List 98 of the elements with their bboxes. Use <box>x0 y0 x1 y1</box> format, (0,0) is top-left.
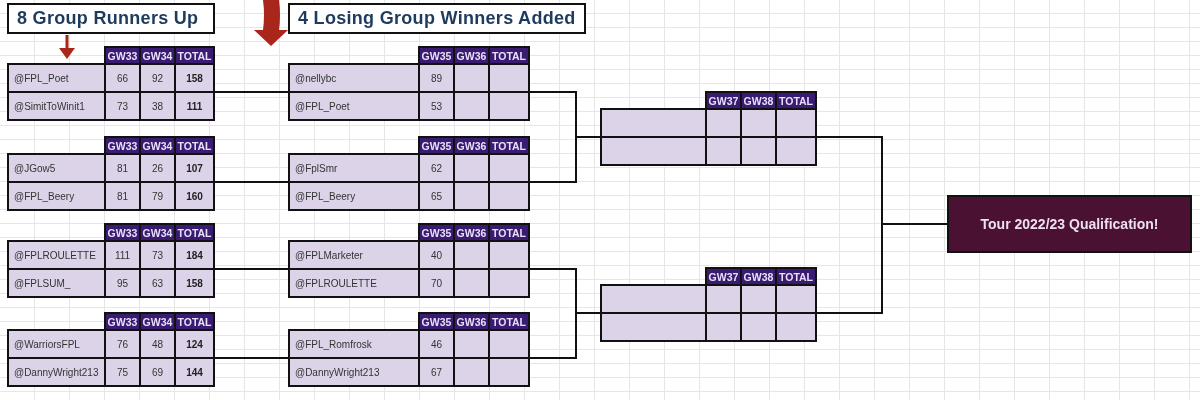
column-header: GW36 <box>455 48 488 63</box>
bracket-line <box>214 357 289 359</box>
column-header: GW33 <box>106 138 139 153</box>
player-name-cell: @DannyWright213 <box>9 359 104 385</box>
score-table <box>288 312 530 387</box>
score-cell: 65 <box>420 183 453 209</box>
player-name-cell: @nellybc <box>290 65 418 91</box>
score-cell: 76 <box>106 331 139 357</box>
column-header: GW35 <box>420 138 453 153</box>
column-header: GW34 <box>141 225 174 240</box>
score-cell: 62 <box>420 155 453 181</box>
score-cell: 92 <box>141 65 174 91</box>
section-heading: 4 Losing Group Winners Added <box>288 3 586 34</box>
score-cell: 81 <box>106 155 139 181</box>
player-name-cell: @FPLMarketer <box>290 242 418 268</box>
score-cell: 26 <box>141 155 174 181</box>
score-cell: 73 <box>141 242 174 268</box>
column-header: TOTAL <box>176 138 213 153</box>
score-cell: 69 <box>141 359 174 385</box>
total-cell: 124 <box>176 331 213 357</box>
score-table <box>600 91 817 166</box>
score-table <box>288 46 530 121</box>
bracket-line <box>214 91 289 93</box>
score-cell: 70 <box>420 270 453 296</box>
score-cell: 81 <box>106 183 139 209</box>
column-header: GW33 <box>106 225 139 240</box>
bracket-line <box>529 312 601 359</box>
score-table <box>7 223 215 298</box>
column-header: GW37 <box>707 93 740 108</box>
column-header: GW33 <box>106 48 139 63</box>
score-cell: 73 <box>106 93 139 119</box>
score-table <box>600 267 817 342</box>
column-header: TOTAL <box>176 48 213 63</box>
column-header: GW37 <box>707 269 740 284</box>
column-header: GW35 <box>420 48 453 63</box>
column-header: GW38 <box>742 93 775 108</box>
bracket-line <box>529 136 601 183</box>
total-cell: 158 <box>176 65 213 91</box>
player-name-cell: @FPL_Romfrosk <box>290 331 418 357</box>
score-table <box>288 223 530 298</box>
player-name-cell: @FPL_Poet <box>9 65 104 91</box>
player-name-cell: @FPL_Beery <box>290 183 418 209</box>
bracket-line <box>816 223 948 314</box>
column-header: GW33 <box>106 314 139 329</box>
player-name-cell: @FPLSUM_ <box>9 270 104 296</box>
player-name-cell: @JGow5 <box>9 155 104 181</box>
total-cell: 144 <box>176 359 213 385</box>
column-header: GW38 <box>742 269 775 284</box>
column-header: GW35 <box>420 225 453 240</box>
column-header: TOTAL <box>777 93 815 108</box>
score-cell: 89 <box>420 65 453 91</box>
column-header: TOTAL <box>176 314 213 329</box>
score-cell: 79 <box>141 183 174 209</box>
bracket-line <box>214 181 289 183</box>
score-cell: 38 <box>141 93 174 119</box>
column-header: GW36 <box>455 138 488 153</box>
score-cell: 67 <box>420 359 453 385</box>
score-cell: 48 <box>141 331 174 357</box>
player-name-cell: @SimitToWinit1 <box>9 93 104 119</box>
column-header: TOTAL <box>490 225 528 240</box>
column-header: TOTAL <box>490 314 528 329</box>
score-table <box>7 46 215 121</box>
column-header: GW34 <box>141 48 174 63</box>
player-name-cell: @WarriorsFPL <box>9 331 104 357</box>
total-cell: 111 <box>176 93 213 119</box>
column-header: GW35 <box>420 314 453 329</box>
column-header: TOTAL <box>176 225 213 240</box>
score-cell: 40 <box>420 242 453 268</box>
qualification-box: Tour 2022/23 Qualification! <box>947 195 1192 253</box>
score-table <box>288 136 530 211</box>
total-cell: 184 <box>176 242 213 268</box>
column-header: GW36 <box>455 314 488 329</box>
bracket-line <box>214 268 289 270</box>
score-table <box>7 136 215 211</box>
player-name-cell: @FplSmr <box>290 155 418 181</box>
score-cell: 75 <box>106 359 139 385</box>
score-cell: 63 <box>141 270 174 296</box>
column-header: GW36 <box>455 225 488 240</box>
score-cell: 111 <box>106 242 139 268</box>
player-name-cell: @FPLROULETTE <box>9 242 104 268</box>
player-name-cell: @FPL_Poet <box>290 93 418 119</box>
player-name-cell: @FPL_Beery <box>9 183 104 209</box>
column-header: TOTAL <box>490 48 528 63</box>
score-cell: 66 <box>106 65 139 91</box>
column-header: GW34 <box>141 314 174 329</box>
score-cell: 53 <box>420 93 453 119</box>
score-cell: 46 <box>420 331 453 357</box>
total-cell: 160 <box>176 183 213 209</box>
player-name-cell: @DannyWright213 <box>290 359 418 385</box>
column-header: GW34 <box>141 138 174 153</box>
column-header: TOTAL <box>777 269 815 284</box>
total-cell: 107 <box>176 155 213 181</box>
score-cell: 95 <box>106 270 139 296</box>
score-table <box>7 312 215 387</box>
section-heading: 8 Group Runners Up <box>7 3 215 34</box>
total-cell: 158 <box>176 270 213 296</box>
player-name-cell: @FPLROULETTE <box>290 270 418 296</box>
column-header: TOTAL <box>490 138 528 153</box>
